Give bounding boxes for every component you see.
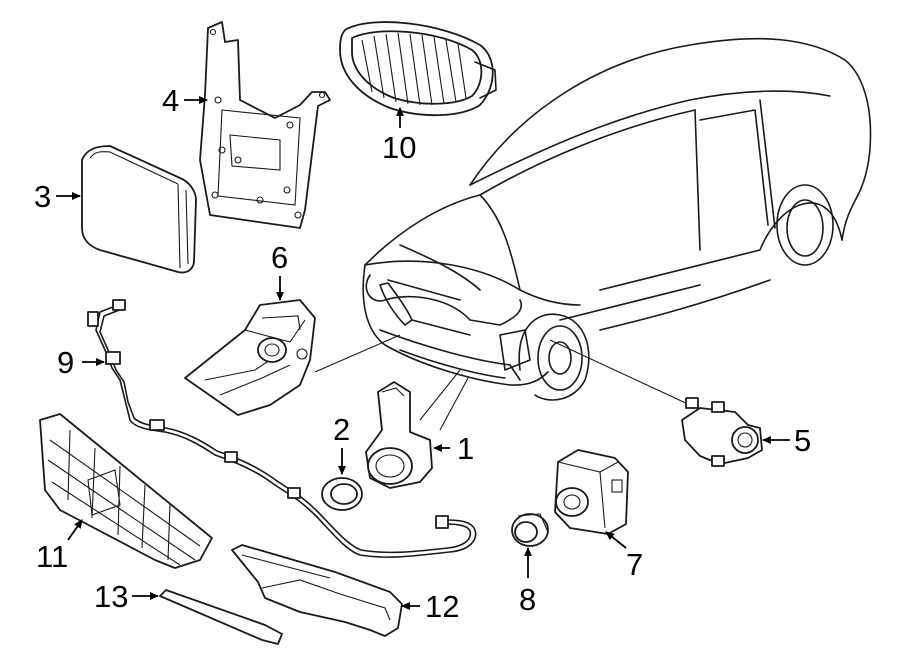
leader-arrows	[56, 96, 790, 610]
callout-13: 13	[94, 579, 128, 614]
callout-7: 7	[626, 547, 643, 582]
molding-strip	[159, 589, 283, 645]
wiring-harness	[87, 299, 477, 558]
bumper-trim	[231, 544, 403, 637]
control-module	[81, 145, 197, 274]
lens-ring	[511, 513, 549, 547]
camera-assembly	[554, 449, 629, 535]
lower-grille	[39, 413, 213, 569]
callout-5: 5	[794, 423, 811, 458]
sensor-ring	[321, 477, 363, 511]
callout-8: 8	[519, 582, 536, 617]
camera	[681, 397, 763, 467]
callout-9: 9	[57, 345, 74, 380]
callout-11: 11	[36, 539, 68, 574]
callout-3: 3	[34, 179, 51, 214]
callout-1: 1	[457, 431, 474, 466]
callout-4: 4	[162, 83, 179, 118]
callout-labels: 1 2 3 4 5 6 7 8 9 10 11 12 13	[34, 83, 811, 624]
camera-holder	[184, 299, 316, 416]
reference-lines	[314, 334, 691, 431]
callout-12: 12	[425, 589, 459, 624]
car-outline	[362, 37, 872, 401]
kidney-grille	[339, 21, 497, 117]
park-sensor	[365, 381, 433, 489]
callout-2: 2	[333, 412, 350, 447]
callout-6: 6	[271, 240, 288, 275]
mounting-bracket	[199, 21, 331, 229]
callout-10: 10	[382, 130, 416, 165]
